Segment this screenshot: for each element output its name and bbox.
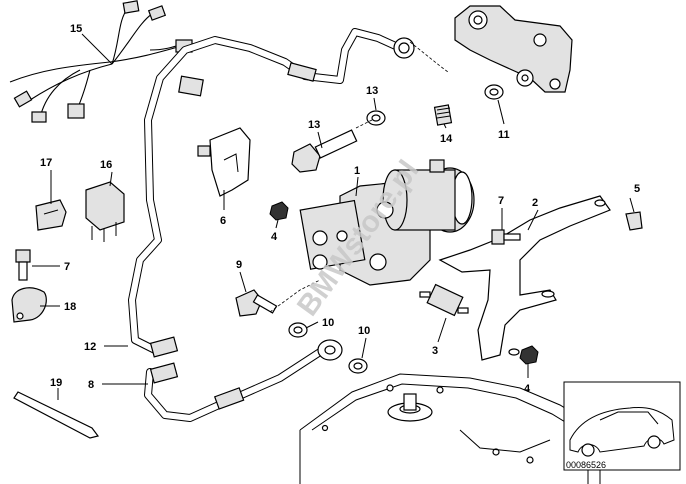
- hollow-bolt: [235, 279, 321, 317]
- diagram-code: 00086526: [566, 460, 606, 470]
- callout-7-left: 7: [64, 261, 70, 273]
- callout-15: 15: [70, 23, 82, 35]
- callout-3: 3: [432, 345, 438, 357]
- callout-1: 1: [354, 165, 360, 177]
- callout-8: 8: [88, 379, 94, 391]
- sealing-ring-10b: [348, 358, 368, 374]
- wiring-harness: [9, 0, 204, 123]
- leader-lines: [32, 33, 635, 400]
- sealing-ring-13a: [366, 110, 386, 126]
- callout-14: 14: [440, 133, 453, 145]
- callout-10-lower: 10: [358, 325, 370, 337]
- callout-13-left: 13: [366, 85, 378, 97]
- oil-pan: [299, 373, 601, 484]
- relay: [85, 181, 125, 242]
- callout-10-upper: 10: [322, 317, 334, 329]
- callout-4-lower: 4: [524, 383, 531, 395]
- callout-13-right: 11: [498, 129, 510, 141]
- callout-16: 16: [100, 159, 112, 171]
- pump-assembly: [299, 159, 475, 286]
- sealing-ring-10a: [288, 322, 308, 338]
- filter: [433, 104, 453, 126]
- clamp: [11, 287, 47, 323]
- car-thumbnail: [563, 381, 681, 471]
- callout-19: 19: [50, 377, 62, 389]
- banjo-bolt: [291, 119, 373, 173]
- sealing-ring-13b: [484, 84, 504, 100]
- cable-tie: [13, 391, 100, 439]
- callout-9: 9: [236, 259, 242, 271]
- pressure-distributor: [409, 5, 573, 93]
- hydraulic-pipes: [128, 28, 415, 422]
- clip: [625, 211, 643, 231]
- callout-12: 13: [308, 119, 320, 131]
- fuse: [35, 199, 67, 231]
- callout-18: 18: [64, 301, 76, 313]
- nut-4-upper: [269, 201, 289, 221]
- callout-7-right: 7: [498, 195, 504, 207]
- callouts: 15 16 17 7 18 12 8 19 6 4 9 10 10 1 7 2 …: [40, 23, 640, 395]
- callout-4-upper: 4: [271, 231, 278, 243]
- callout-11: 12: [84, 341, 96, 353]
- bolt-7-right: [491, 229, 521, 245]
- bolt-7-left: [15, 249, 31, 281]
- vibration-damper: [419, 283, 469, 317]
- callout-6: 6: [220, 215, 226, 227]
- nut-4-lower: [519, 345, 539, 365]
- bracket: [438, 195, 611, 361]
- callout-17: 17: [40, 157, 52, 169]
- callout-5: 5: [634, 183, 640, 195]
- callout-2: 2: [532, 197, 538, 209]
- heat-shield: [197, 127, 251, 197]
